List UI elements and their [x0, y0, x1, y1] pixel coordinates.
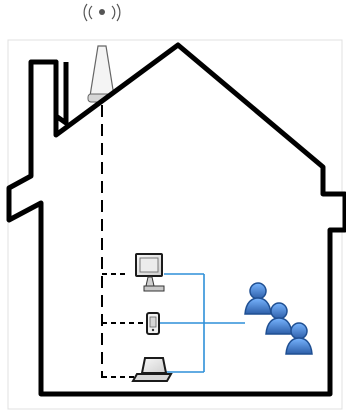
wifi-antenna-icon	[84, 4, 120, 102]
smartphone-icon	[147, 313, 159, 334]
